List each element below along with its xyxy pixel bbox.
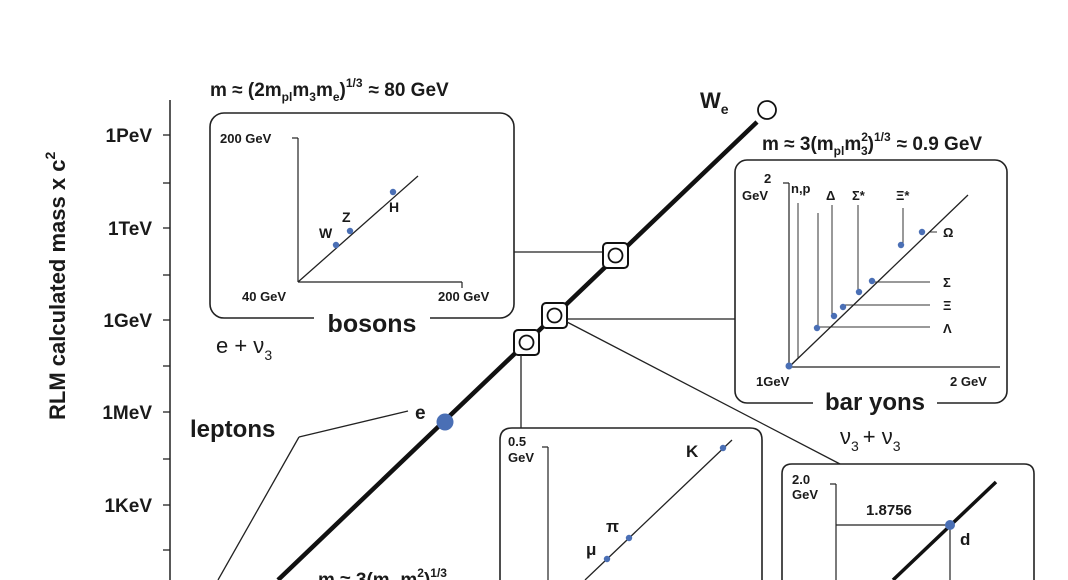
label-np: n,p [791,181,811,196]
axis-label: RLM calculated mass x c2 [42,152,70,420]
we-open-circle [757,100,777,120]
bosons-diagonal [297,175,419,283]
deuteron-connector [566,321,841,465]
label-xi-star: Ξ* [896,188,910,203]
point-h [389,188,397,196]
label-z: Z [342,209,351,225]
baryon-point-6 [868,277,876,285]
deuteron-y-top-unit: GeV [792,487,818,502]
we-label: We [700,88,729,117]
label-lambda: Λ [943,321,952,336]
baryon-point-3 [830,312,838,320]
bosons-x-left: 40 GeV [242,289,286,304]
baryon-marker [541,302,568,329]
label-omega: Ω [943,225,953,240]
baryons-guide-lines [788,203,937,368]
mesons-y-top-unit: GeV [508,450,534,465]
point-d [945,520,955,530]
tick-1gev: 1GeV [103,311,152,332]
baryons-x-right: 2 GeV [950,374,987,389]
label-delta: Δ [826,188,835,203]
label-pi: π [606,517,619,536]
baryon-point-1 [785,362,793,370]
tick-1mev: 1MeV [102,403,152,424]
boson-marker [602,242,629,269]
axis-ticks [163,134,170,551]
label-sigma: Σ [943,275,951,290]
meson-marker [513,329,540,356]
tick-1tev: 1TeV [108,219,152,240]
tick-1pev: 1PeV [106,126,153,147]
mesons-inset [499,427,763,580]
bottom-formula: m ≈ 3(mplm2)1/3 [318,566,447,580]
deuteron-y-top-val: 2.0 [792,472,810,487]
label-sigma-star: Σ* [852,188,866,203]
baryon-point-2 [813,324,821,332]
top-formula: m ≈ (2mplm3me)1/3≈ 80 GeV [210,76,449,104]
label-mu: μ [586,540,596,559]
point-z [346,227,354,235]
electron-label: e [415,403,426,424]
leptons-connector-down [217,436,300,580]
baryon-point-7 [897,241,905,249]
bosons-x-right: 200 GeV [438,289,490,304]
deuteron-diagonal [891,480,998,580]
point-w [332,241,340,249]
axis-label-text: RLM calculated mass x c [45,160,70,420]
bosons-title: bosons [328,310,417,338]
mesons-y-top-val: 0.5 [508,434,526,449]
point-pi [625,534,633,542]
baryon-point-4 [839,303,847,311]
baryons-y-top-unit: GeV [742,188,768,203]
label-k: K [686,442,699,461]
point-k [719,444,727,452]
mesons-diagonal [584,439,733,580]
baryon-point-5 [855,288,863,296]
baryons-y-top-val: 2 [764,171,771,186]
label-h: H [389,199,399,215]
point-mu [603,555,611,563]
bosons-y-top: 200 GeV [220,131,272,146]
tick-1kev: 1KeV [104,496,152,517]
label-xi: Ξ [943,298,951,313]
baryons-x-left: 1GeV [756,374,790,389]
baryon-point-8 [918,228,926,236]
leptons-title: leptons [190,416,275,443]
baryons-title: bar yons [825,389,925,416]
label-d: d [960,530,970,549]
label-w: W [319,225,333,241]
deuteron-inset [781,463,1035,580]
baryons-diagonal [788,194,969,368]
leptons-connector [298,410,409,438]
electron-point [436,413,454,431]
bosons-combo: e + ν3 [216,333,272,363]
baryons-combo: ν3+ ν3 [840,424,901,454]
deuteron-value: 1.8756 [866,502,912,519]
axis-label-sup: 2 [42,152,58,160]
